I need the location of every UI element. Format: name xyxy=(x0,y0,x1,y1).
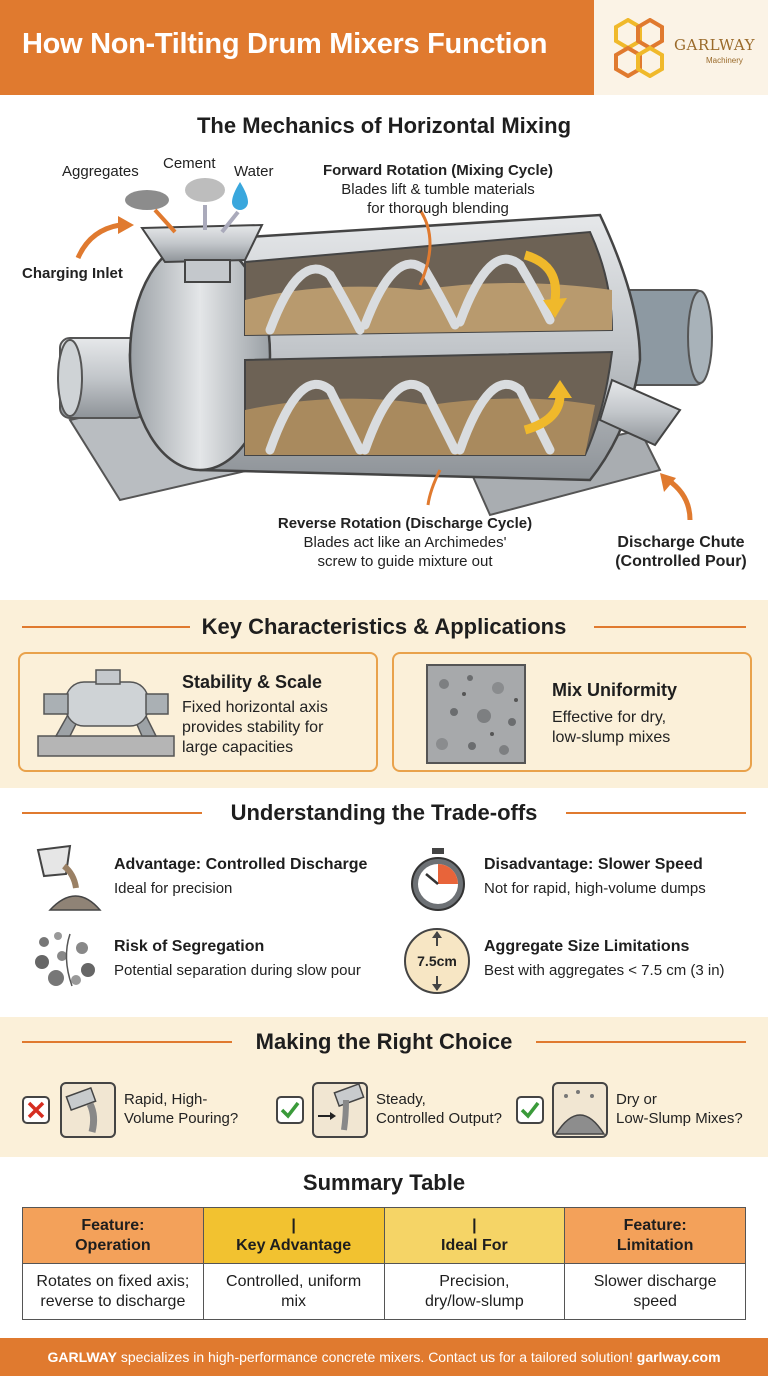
card-mix-uniformity: Mix Uniformity Effective for dry, low-sl… xyxy=(392,652,752,772)
choice-text: Rapid, High-Volume Pouring? xyxy=(124,1091,239,1127)
logo-wordmark: GARLWAY xyxy=(674,36,756,54)
mixer-icon xyxy=(37,669,175,757)
charging-hopper xyxy=(140,223,264,264)
size-gauge-label: 7.5cm xyxy=(417,953,457,969)
tradeoff-text: Potential separation during slow pour xyxy=(114,962,361,979)
tradeoff-text: Ideal for precision xyxy=(114,880,233,897)
table-cell: Precision,dry/low-slump xyxy=(383,1263,566,1320)
cement-pile xyxy=(185,178,225,202)
table-header-cell: Feature:Limitation xyxy=(564,1207,746,1264)
table-cell: Rotates on fixed axis;reverse to dischar… xyxy=(22,1263,204,1320)
tradeoff-title: Advantage: Controlled Discharge xyxy=(114,856,368,873)
forward-rotation-arrow xyxy=(523,250,561,301)
divider-line xyxy=(22,626,190,628)
summary-title: Summary Table xyxy=(302,1170,466,1195)
divider-line xyxy=(22,1041,232,1043)
footer-banner: GARLWAY specializes in high-performance … xyxy=(0,1338,768,1376)
card-stability-scale: Stability & Scale Fixed horizontal axis … xyxy=(18,652,378,772)
aggregate-pile xyxy=(125,190,169,210)
card-text: Effective for dry, low-slump mixes xyxy=(552,709,671,746)
mechanics-title: The Mechanics of Horizontal Mixing xyxy=(196,113,572,138)
pour-bucket-icon xyxy=(36,844,102,911)
label-reverse-rotation: Reverse Rotation (Discharge Cycle) Blade… xyxy=(277,515,533,570)
table-header-cell: |Key Advantage xyxy=(202,1207,385,1264)
card-title: Mix Uniformity xyxy=(552,680,678,700)
rapid-pour-icon xyxy=(60,1082,116,1138)
logo-subtitle: Machinery xyxy=(706,56,743,65)
card-title: Stability & Scale xyxy=(182,672,323,692)
check-icon xyxy=(516,1096,544,1124)
stopwatch-icon xyxy=(411,848,465,911)
cross-icon xyxy=(22,1096,50,1124)
table-header-cell: |Ideal For xyxy=(383,1207,566,1264)
tradeoff-title: Aggregate Size Limitations xyxy=(484,938,690,955)
tradeoff-title: Risk of Segregation xyxy=(114,938,265,955)
reverse-rotation-arrow xyxy=(523,394,565,435)
label-forward-rotation: Forward Rotation (Mixing Cycle) Blades l… xyxy=(322,162,553,217)
label-cement: Cement xyxy=(163,155,216,172)
table-header-row: Feature:Operation |Key Advantage |Ideal … xyxy=(22,1207,746,1264)
check-icon xyxy=(276,1096,304,1124)
label-aggregates: Aggregates xyxy=(62,163,139,180)
card-text: Fixed horizontal axis provides stability… xyxy=(182,699,328,756)
discharge-chute xyxy=(598,378,682,447)
divider-line xyxy=(536,1041,746,1043)
label-discharge-chute: Discharge Chute (Controlled Pour) xyxy=(615,534,747,570)
dry-mix-pile-icon xyxy=(552,1082,608,1138)
choice-title: Making the Right Choice xyxy=(255,1029,513,1054)
tradeoff-text: Best with aggregates < 7.5 cm (3 in) xyxy=(484,962,725,979)
concrete-texture-icon xyxy=(426,664,526,764)
size-gauge-icon: 7.5cm xyxy=(404,928,470,994)
footer-text: specializes in high-performance concrete… xyxy=(116,1349,637,1365)
divider-line xyxy=(22,812,202,814)
divider-line xyxy=(566,812,746,814)
steady-pour-icon xyxy=(312,1082,368,1138)
header-banner: How Non-Tilting Drum Mixers Function GAR… xyxy=(0,0,768,95)
brand-logo[interactable]: GARLWAY Machinery xyxy=(594,0,768,95)
characteristics-title: Key Characteristics & Applications xyxy=(201,614,567,639)
drum-mixer-illustration xyxy=(57,178,713,521)
label-water: Water xyxy=(234,163,274,180)
table-header-cell: Feature:Operation xyxy=(22,1207,204,1264)
table-row: Rotates on fixed axis;reverse to dischar… xyxy=(22,1263,746,1320)
tradeoff-text: Not for rapid, high-volume dumps xyxy=(484,880,706,897)
label-charging-inlet: Charging Inlet xyxy=(22,265,123,282)
summary-table: Feature:Operation |Key Advantage |Ideal … xyxy=(22,1207,746,1320)
segregation-stones-icon xyxy=(35,932,95,987)
footer-brand: GARLWAY xyxy=(47,1349,117,1365)
honeycomb-logo-icon xyxy=(614,18,664,78)
footer-link[interactable]: garlway.com xyxy=(636,1349,721,1365)
choice-text: Steady,Controlled Output? xyxy=(376,1091,502,1127)
water-drop-icon xyxy=(232,182,248,210)
page-title: How Non-Tilting Drum Mixers Function xyxy=(22,28,548,60)
tradeoffs-title: Understanding the Trade-offs xyxy=(230,800,538,825)
tradeoff-title: Disadvantage: Slower Speed xyxy=(484,856,703,873)
choice-band xyxy=(0,1017,768,1157)
divider-line xyxy=(594,626,746,628)
